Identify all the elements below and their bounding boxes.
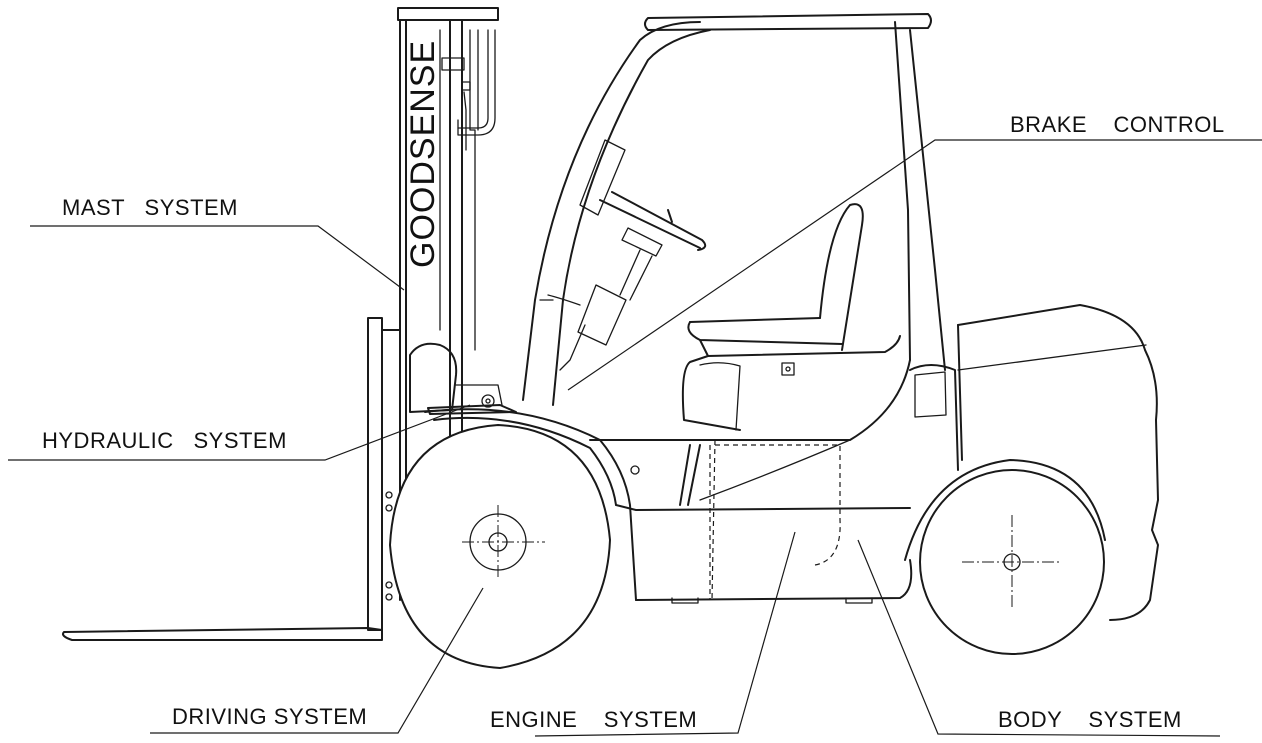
tilt-cylinder [409,342,517,415]
brake-control-label: BRAKE CONTROL [1010,112,1225,137]
callout-engine: ENGINE SYSTEM [490,531,796,737]
callout-brake: BRAKE CONTROL [567,112,1262,391]
callouts: MAST SYSTEM BRAKE CONTROL HYDRAULIC SYST… [8,112,1262,737]
fork-carriage [62,317,401,641]
rear-wheel [919,469,1105,655]
chassis-body [424,359,913,604]
callout-hydraulic: HYDRAULIC SYSTEM [8,404,471,461]
front-wheel [389,424,611,669]
operator-seat [681,203,901,431]
overhead-guard [522,13,946,406]
forklift-illustration: GOODSENSE [62,7,1159,669]
counterweight [904,304,1159,621]
steering-column [559,139,707,371]
engine-system-label: ENGINE SYSTEM [490,707,697,732]
mast-system-label: MAST SYSTEM [62,195,238,220]
driving-system-label: DRIVING SYSTEM [172,704,367,729]
body-system-label: BODY SYSTEM [998,707,1182,732]
callout-driving: DRIVING SYSTEM [150,587,484,734]
hydraulic-system-label: HYDRAULIC SYSTEM [42,428,287,453]
brand-label: GOODSENSE [404,40,442,268]
mast: GOODSENSE [397,7,499,601]
callout-mast: MAST SYSTEM [30,195,405,291]
callout-body: BODY SYSTEM [857,539,1221,737]
